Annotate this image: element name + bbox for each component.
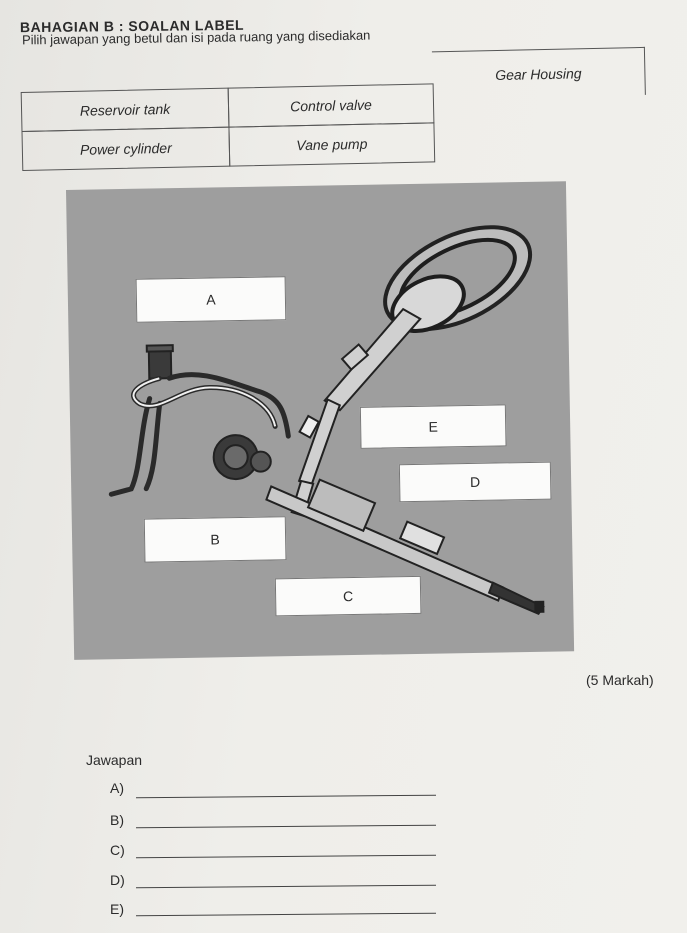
answer-label-e: E) [110,901,124,917]
option-power-cylinder: Power cylinder [21,126,231,171]
power-steering-illustration [108,225,545,616]
answer-line-b[interactable] [136,824,436,829]
steering-wheel-illustration [383,225,533,333]
option-reservoir-tank: Reservoir tank [20,87,230,132]
options-table: Reservoir tank Control valve Gear Housin… [20,46,647,172]
answer-label-b: B) [110,812,124,828]
marks-text: (5 Markah) [586,672,654,688]
vane-pump-illustration [212,434,272,481]
answer-heading: Jawapan [86,752,143,768]
label-box-d: D [398,461,552,503]
answer-line-d[interactable] [136,884,436,889]
option-vane-pump: Vane pump [228,122,436,167]
label-box-e: E [359,404,507,449]
label-box-a: A [135,276,287,323]
steering-column-illustration [290,307,422,518]
answer-line-a[interactable] [136,794,436,799]
label-box-b: B [143,516,287,563]
hose-lines-illustration [108,372,291,497]
steering-rack-illustration [265,478,545,616]
answer-label-a: A) [110,780,124,796]
reservoir-tank-illustration [145,344,174,380]
power-steering-diagram: A E D B C [66,181,575,660]
option-control-valve: Control valve [227,83,435,128]
answer-label-c: C) [110,842,125,858]
answer-label-d: D) [110,872,125,888]
answer-line-e[interactable] [136,912,436,917]
option-gear-housing: Gear Housing [431,46,646,100]
answer-line-c[interactable] [136,854,436,859]
label-box-c: C [274,575,422,617]
